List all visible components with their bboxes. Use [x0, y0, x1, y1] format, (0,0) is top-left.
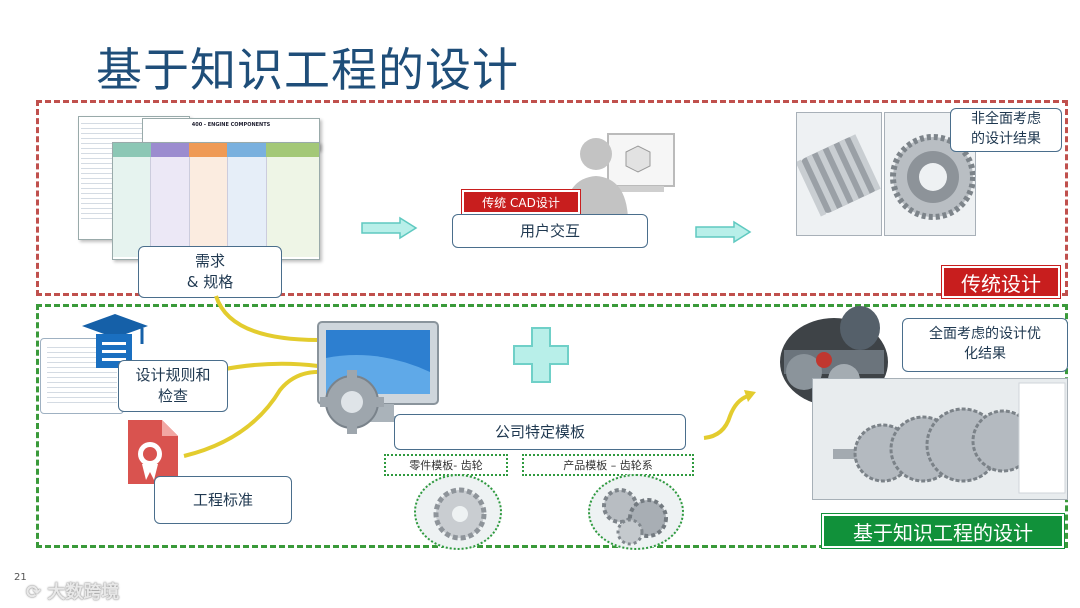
design-rules-box: 设计规则和 检查: [118, 360, 228, 412]
engineering-standards-box: 工程标准: [154, 476, 292, 524]
comprehensive-result-box: 全面考虑的设计优 化结果: [902, 318, 1068, 372]
product-gear-image: [588, 474, 684, 550]
gear-shaft-icon: [797, 113, 881, 235]
traditional-design-tag: 传统设计: [942, 266, 1060, 298]
part-template-label: 零件模板- 齿轮: [384, 454, 508, 476]
plus-icon: [512, 326, 570, 384]
user-interaction-box: 用户交互: [452, 214, 648, 248]
non-comprehensive-result-box: 非全面考虑 的设计结果: [950, 108, 1062, 152]
gear-image-1: [796, 112, 882, 236]
spur-gear-icon: [416, 476, 500, 548]
knowledge-design-tag: 基于知识工程的设计: [822, 514, 1064, 548]
gear-shafts-icon: [813, 379, 1067, 499]
watermark-icon: ⟳: [26, 582, 47, 603]
page-title: 基于知识工程的设计: [96, 34, 519, 100]
page-number: 21: [14, 572, 27, 583]
company-template-box: 公司特定模板: [394, 414, 686, 450]
cad-design-tag: 传统 CAD设计: [462, 190, 580, 214]
connector-line-right: [700, 380, 760, 444]
arrow-right-icon: [694, 220, 754, 244]
arrow-right-icon: [360, 216, 420, 240]
watermark-logo: ⟳ 大数跨境: [26, 578, 119, 604]
spreadsheet-title: 400 - ENGINE COMPONENTS: [143, 122, 319, 128]
product-template-label: 产品模板 – 齿轮系: [522, 454, 694, 476]
watermark-text: 大数跨境: [47, 582, 119, 603]
gear-train-icon: [590, 476, 682, 548]
spreadsheet-front: [112, 142, 320, 260]
part-gear-image: [414, 474, 502, 550]
gear-train-render: [812, 378, 1068, 500]
